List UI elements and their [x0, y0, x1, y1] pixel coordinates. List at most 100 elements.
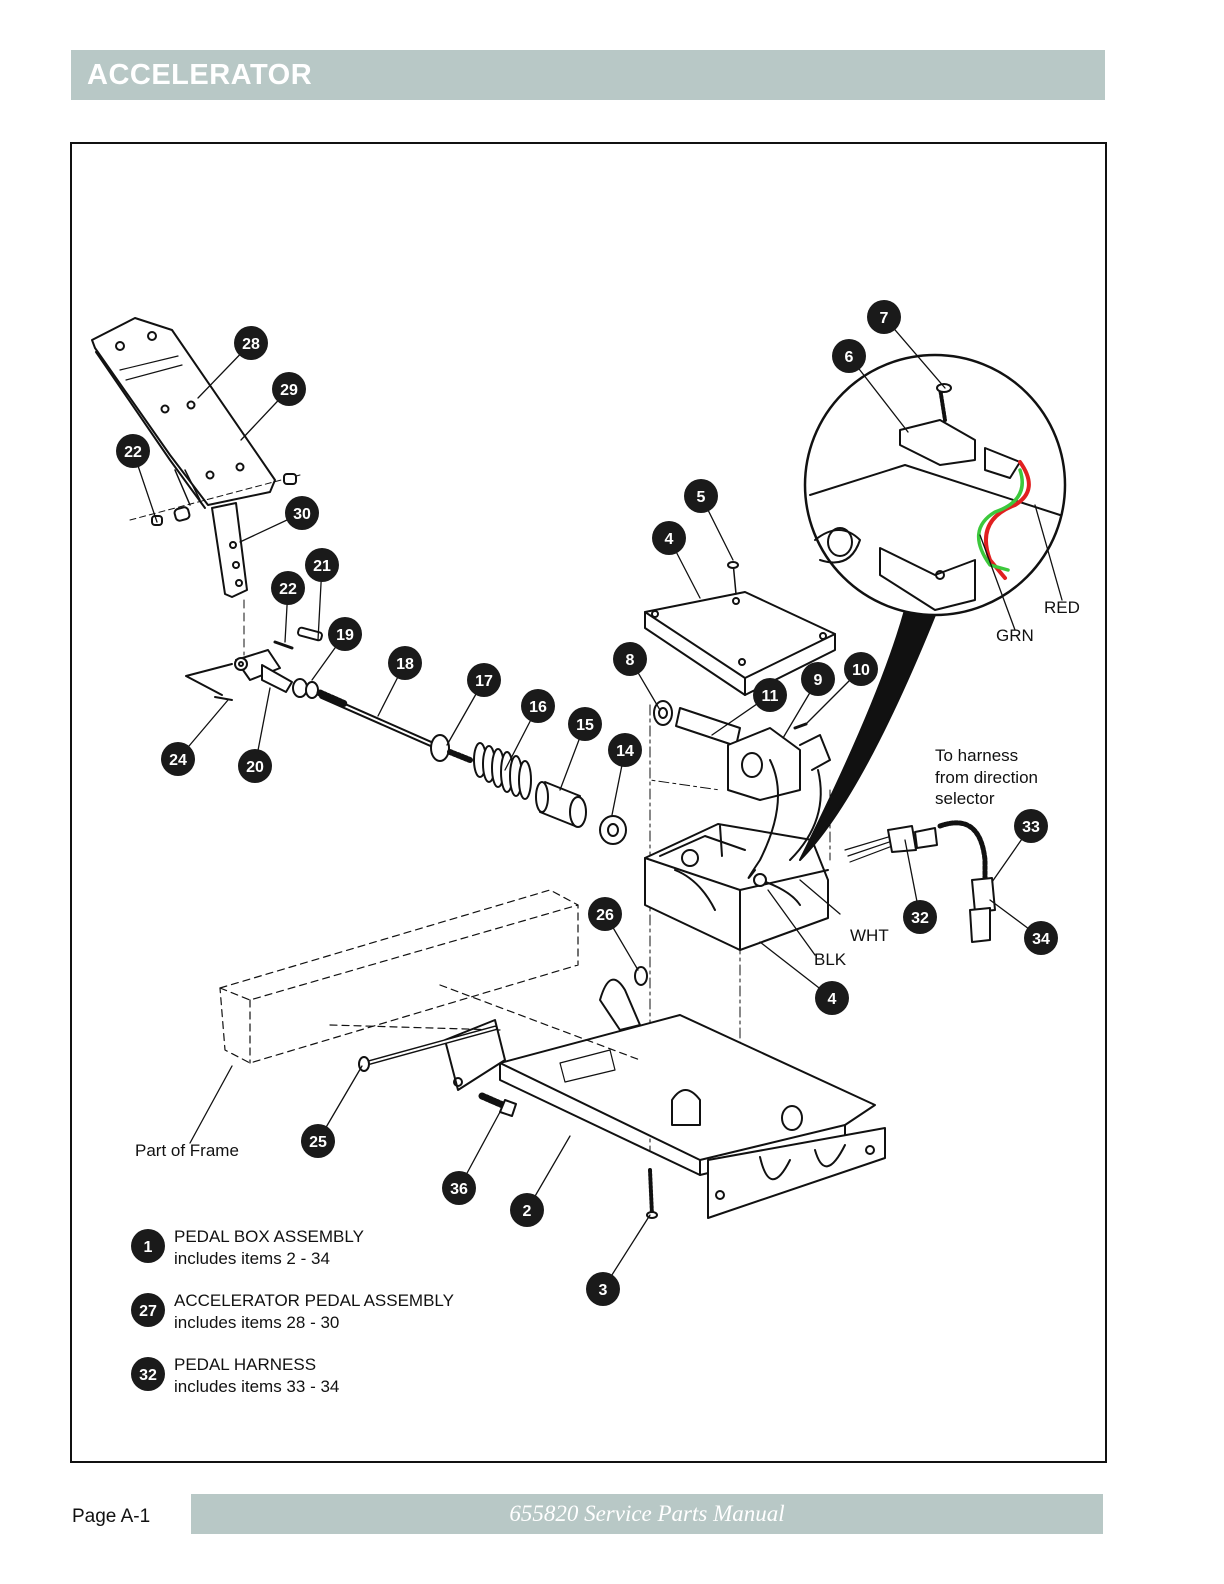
callout-11: 11 — [753, 678, 787, 712]
callout-number: 28 — [242, 336, 260, 353]
callout-circle — [467, 663, 501, 697]
wire-label-grn: GRN — [996, 626, 1034, 645]
callout-circle — [271, 571, 305, 605]
callout-number: 22 — [279, 581, 297, 598]
callout-34: 34 — [1024, 921, 1058, 955]
callout-circle — [832, 339, 866, 373]
frame-note: Part of Frame — [135, 1141, 239, 1160]
callout-circle — [684, 479, 718, 513]
return-spring — [473, 742, 532, 800]
callout-18: 18 — [388, 646, 422, 680]
callout-9: 9 — [801, 662, 835, 696]
callout-circle — [753, 678, 787, 712]
callout-14: 14 — [608, 733, 642, 767]
callout-number: 4 — [665, 531, 674, 548]
callout-number: 3 — [599, 1282, 608, 1299]
callout-number: 29 — [280, 382, 298, 399]
callout-number: 18 — [396, 656, 414, 673]
callout-15: 15 — [568, 707, 602, 741]
linkage-rod-assembly — [185, 626, 473, 763]
callout-circle — [285, 496, 319, 530]
callout-circle — [301, 1124, 335, 1158]
callout-circle — [1014, 809, 1048, 843]
callout-number: 20 — [246, 759, 264, 776]
callout-26: 26 — [588, 897, 622, 931]
callout-number: 36 — [450, 1181, 468, 1198]
callout-4: 4 — [652, 521, 686, 555]
diagram-frame — [70, 142, 1107, 1463]
callout-number: 9 — [814, 672, 823, 689]
callout-circle — [586, 1272, 620, 1306]
callout-21: 21 — [305, 548, 339, 582]
callout-number: 4 — [828, 991, 837, 1008]
callout-6: 6 — [832, 339, 866, 373]
callout-30: 30 — [285, 496, 319, 530]
callout-10: 10 — [844, 652, 878, 686]
screw — [646, 1168, 658, 1219]
wire-label-wht: WHT — [850, 926, 889, 945]
section-title: ACCELERATOR — [87, 59, 313, 91]
footer-bar: 655820 Service Parts Manual — [191, 1494, 1103, 1534]
callout-circle — [442, 1171, 476, 1205]
callout-number: 16 — [529, 699, 547, 716]
callout-36: 36 — [442, 1171, 476, 1205]
legend-subtitle: includes items 2 - 34 — [174, 1249, 330, 1268]
callout-circle — [521, 689, 555, 723]
callout-circle — [613, 642, 647, 676]
legend-title: PEDAL BOX ASSEMBLY — [174, 1227, 364, 1246]
legend-number: 1 — [144, 1239, 153, 1256]
callout-number: 17 — [475, 673, 493, 690]
callout-circle — [867, 300, 901, 334]
callout-circle — [305, 548, 339, 582]
manual-title: 655820 Service Parts Manual — [509, 1501, 785, 1526]
callout-number: 14 — [616, 743, 634, 760]
callout-7: 7 — [867, 300, 901, 334]
red-wire — [984, 460, 1031, 580]
legend-number: 32 — [139, 1367, 157, 1384]
callout-17: 17 — [467, 663, 501, 697]
callout-number: 8 — [626, 652, 635, 669]
callout-2: 2 — [510, 1193, 544, 1227]
legend-title: ACCELERATOR PEDAL ASSEMBLY — [174, 1291, 454, 1310]
callout-circle — [844, 652, 878, 686]
callout-circle — [801, 662, 835, 696]
callout-number: 2 — [523, 1203, 532, 1220]
pedal-bushing — [535, 781, 587, 828]
callout-24: 24 — [161, 742, 195, 776]
pedal-box-cover — [644, 561, 836, 696]
callout-5: 5 — [684, 479, 718, 513]
callout-circle — [588, 897, 622, 931]
legend-number: 27 — [139, 1303, 157, 1320]
callout-circle — [328, 617, 362, 651]
callout-number: 5 — [697, 489, 706, 506]
callout-circle — [568, 707, 602, 741]
callout-number: 6 — [845, 349, 854, 366]
callout-circle — [815, 981, 849, 1015]
harness-note-line-2: from direction — [935, 768, 1038, 787]
callout-33: 33 — [1014, 809, 1048, 843]
callout-number: 25 — [309, 1134, 327, 1151]
bolt — [478, 1092, 517, 1117]
assembly-legend: 1 PEDAL BOX ASSEMBLY includes items 2 - … — [131, 1227, 454, 1396]
legend-subtitle: includes items 33 - 34 — [174, 1377, 339, 1396]
section-header-bar: ACCELERATOR — [71, 50, 1105, 100]
legend-item-pedal-harness: 32 PEDAL HARNESS includes items 33 - 34 — [131, 1355, 339, 1396]
callout-number: 34 — [1032, 931, 1050, 948]
callout-circle — [652, 521, 686, 555]
washer — [634, 966, 648, 986]
callout-circle — [388, 646, 422, 680]
callout-circle — [234, 326, 268, 360]
harness-note-line-3: selector — [935, 789, 995, 808]
switch-detail-view — [799, 353, 1067, 861]
callout-25: 25 — [301, 1124, 335, 1158]
callout-32: 32 — [903, 900, 937, 934]
pedal-box-base — [444, 978, 886, 1219]
pedal-box-housing — [644, 823, 829, 951]
callout-circle — [161, 742, 195, 776]
green-wire — [976, 468, 1024, 572]
frame-section — [219, 889, 641, 1064]
page-number: Page A-1 — [72, 1506, 151, 1527]
callout-16: 16 — [521, 689, 555, 723]
callout-number: 21 — [313, 558, 331, 575]
